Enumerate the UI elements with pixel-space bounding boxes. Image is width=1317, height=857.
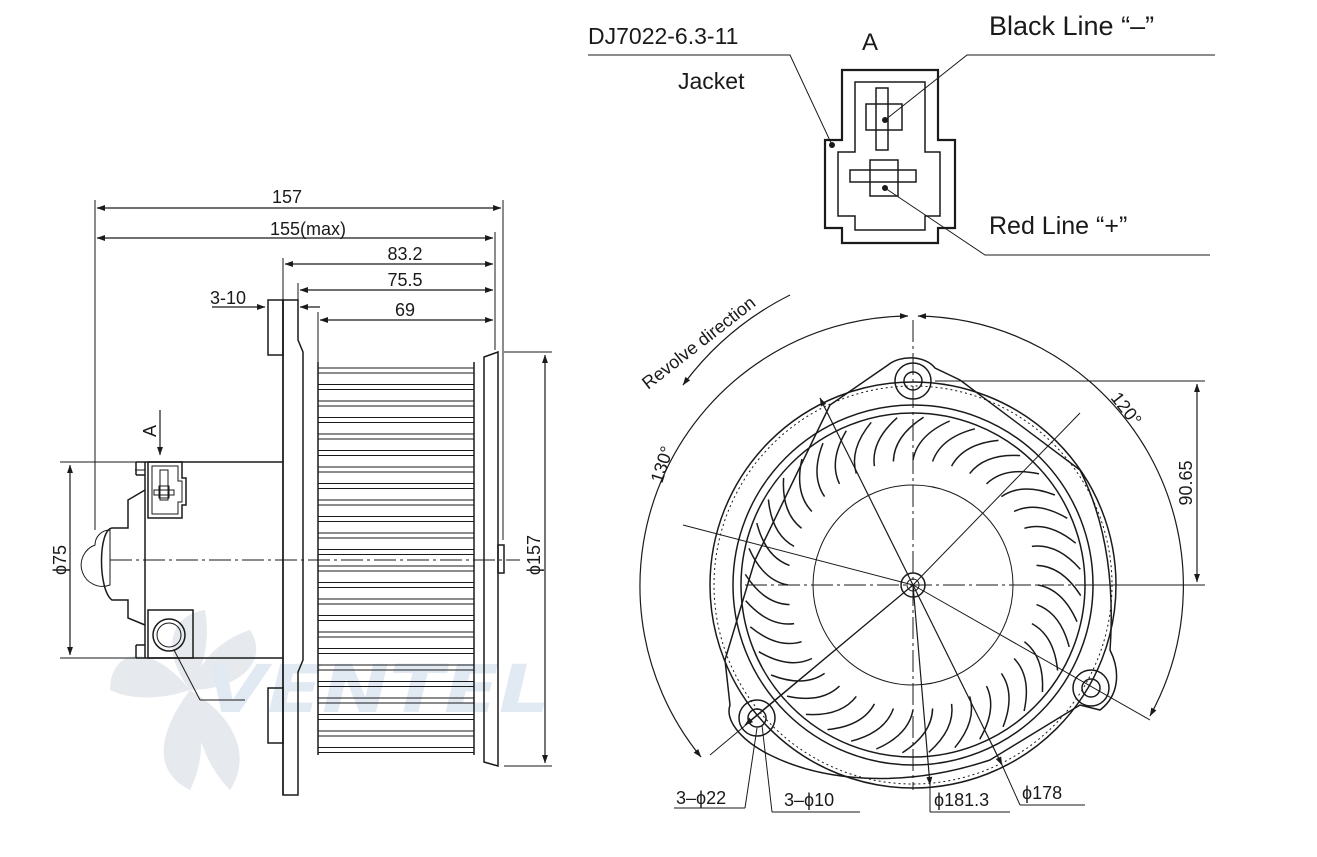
angle-120-label: 120° <box>1107 388 1146 430</box>
side-view: 157 155(max) 83.2 75.5 69 3-10 <box>50 187 552 796</box>
fin-line <box>318 499 474 506</box>
impeller-blade <box>770 672 826 682</box>
impeller-blade <box>1036 564 1082 597</box>
holes-10-label: 3–ϕ10 <box>784 790 834 810</box>
dim-75-5: 75.5 <box>387 270 422 290</box>
dim-90-65: 90.65 <box>1176 460 1196 505</box>
fin-line <box>318 730 474 737</box>
impeller-blade <box>892 416 925 462</box>
connector-detail: DJ7022-6.3-11 A Jacket Black Line “–” Re… <box>588 11 1215 256</box>
impeller-blade <box>782 477 803 529</box>
revolve-direction-label: Revolve direction <box>638 292 759 393</box>
impeller-blade <box>805 695 857 716</box>
impeller-blade <box>1037 584 1078 623</box>
fin-line <box>318 582 474 588</box>
fin-line <box>318 417 474 423</box>
impeller-blade <box>744 573 790 606</box>
impeller-blade <box>1000 672 1010 728</box>
watermark-text: VENTEL <box>205 651 550 728</box>
view-arrow-label: A <box>140 425 160 437</box>
front-view: Revolve direction 130° 120° 90.65 3–ϕ22 … <box>638 292 1205 813</box>
impeller-blade <box>827 703 876 731</box>
impeller-blade <box>954 696 973 749</box>
fin-line <box>318 714 474 720</box>
detail-view-label: A <box>862 29 878 56</box>
dia-178-label: ϕ178 <box>1022 783 1062 803</box>
dim-155-max: 155(max) <box>270 219 346 239</box>
watermark: VENTEL <box>110 610 550 790</box>
impeller-blade <box>1013 506 1068 519</box>
impeller-blade <box>798 458 813 513</box>
fan-logo-icon <box>110 610 257 790</box>
fin-line <box>318 681 474 687</box>
holes-22-label: 3–ϕ22 <box>676 788 726 808</box>
fin-line <box>318 615 474 621</box>
jacket-label: Jacket <box>678 68 745 94</box>
fin-line <box>318 747 474 753</box>
fin-line <box>318 565 474 572</box>
fin-line <box>318 516 474 522</box>
fin-line <box>318 400 474 407</box>
impeller-blade <box>1031 622 1059 671</box>
black-line-label: Black Line “–” <box>989 11 1154 41</box>
fin-line <box>318 466 474 473</box>
impeller-blade <box>816 442 826 498</box>
impeller-blade <box>749 626 802 645</box>
impeller-blade <box>1000 488 1056 498</box>
dim-69: 69 <box>395 300 415 320</box>
impeller-blade <box>969 454 1021 475</box>
fin-line <box>318 450 474 456</box>
fin-line <box>318 532 474 539</box>
dia-181-3-label: ϕ181.3 <box>934 790 989 810</box>
fin-line <box>318 598 474 605</box>
fin-line <box>318 483 474 489</box>
impeller-blade <box>1024 525 1077 544</box>
dim-phi-75: ϕ75 <box>50 545 70 575</box>
fin-line <box>318 697 474 704</box>
blower-wheel-fins <box>318 367 474 753</box>
fin-line <box>318 367 474 374</box>
impeller-blade <box>1013 657 1028 712</box>
impeller-blade <box>1023 641 1044 693</box>
red-line-label: Red Line “+” <box>989 212 1127 240</box>
impeller-blade <box>850 708 895 742</box>
impeller-blade <box>950 439 999 467</box>
dim-83-2: 83.2 <box>387 244 422 264</box>
impeller-blade <box>853 421 872 474</box>
impeller-blade <box>758 651 813 664</box>
dim-157-top: 157 <box>272 187 302 207</box>
part-number: DJ7022-6.3-11 <box>588 23 738 49</box>
impeller-blade <box>756 522 790 567</box>
impeller-blade <box>875 709 914 750</box>
impeller-blade <box>786 685 841 700</box>
fin-line <box>318 433 474 440</box>
impeller-blade <box>901 708 934 754</box>
impeller-blade <box>912 420 951 461</box>
dim-phi-157: ϕ157 <box>524 535 544 575</box>
dim-3-10: 3-10 <box>210 288 246 308</box>
fin-line <box>318 549 474 555</box>
fin-line <box>318 648 474 654</box>
impeller-blade <box>1036 603 1070 648</box>
angle-130-label: 130° <box>647 444 678 486</box>
fin-line <box>318 664 474 671</box>
fin-line <box>318 384 474 390</box>
impeller-blade <box>748 547 789 586</box>
fin-line <box>318 631 474 638</box>
impeller-blade <box>931 428 976 462</box>
